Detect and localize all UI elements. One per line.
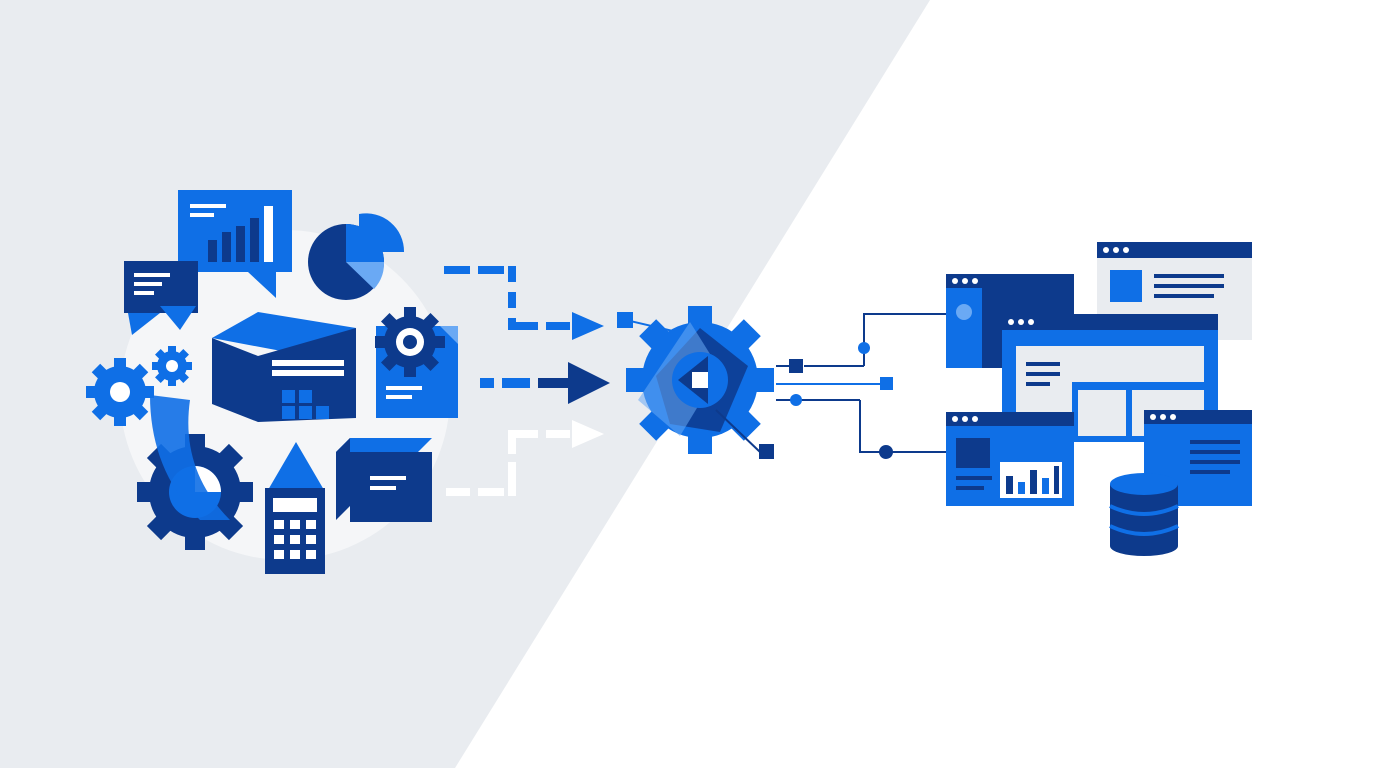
chat-bubble-icon [124, 261, 198, 335]
gear-icon [152, 346, 192, 386]
calculator-icon [265, 442, 325, 574]
flow-arrow-bottom [446, 420, 604, 496]
report-chart-icon [178, 190, 292, 298]
warehouse-icon [212, 312, 356, 422]
gear-icon [86, 358, 154, 426]
gear-document-icon [375, 307, 458, 418]
integration-hub-gear-icon [617, 306, 774, 459]
flow-arrow-top [444, 266, 604, 340]
pie-chart-icon [308, 213, 405, 300]
dashboard-window-icon [946, 412, 1074, 506]
swoosh-shape [150, 395, 230, 520]
flow-arrow-middle [480, 362, 610, 404]
connector-nodes [789, 342, 893, 459]
database-icon [1109, 473, 1179, 556]
box-icon [336, 438, 432, 522]
